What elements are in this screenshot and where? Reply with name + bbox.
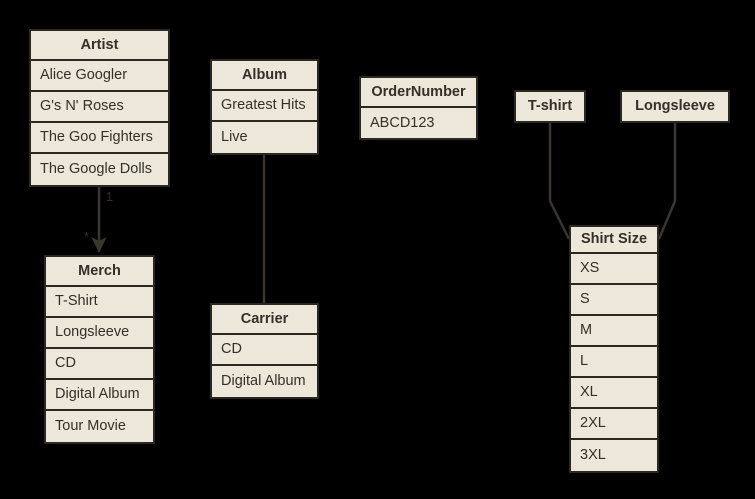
entity-shirt_size-row[interactable]: L	[571, 347, 657, 378]
entity-artist-header: Artist	[31, 31, 168, 61]
entity-merch-row[interactable]: Digital Album	[46, 380, 153, 411]
edge-label-artist-multiplicity-one: 1	[106, 190, 113, 204]
entity-tshirt[interactable]: T-shirt	[514, 90, 586, 123]
connector-tshirt-to-shirtsize	[548, 119, 571, 240]
entity-carrier-row[interactable]: Digital Album	[212, 366, 317, 397]
entity-merch-row[interactable]: Longsleeve	[46, 318, 153, 349]
entity-merch-header: Merch	[46, 257, 153, 287]
entity-tshirt-header: T-shirt	[516, 92, 584, 121]
entity-order_number-row[interactable]: ABCD123	[361, 108, 476, 138]
entity-merch-row[interactable]: Tour Movie	[46, 411, 153, 442]
entity-artist-row[interactable]: The Google Dolls	[31, 154, 168, 185]
entity-shirt_size-header: Shirt Size	[571, 227, 657, 254]
entity-shirt_size-row[interactable]: XL	[571, 378, 657, 409]
entity-shirt_size-row[interactable]: S	[571, 285, 657, 316]
entity-album-header: Album	[212, 61, 317, 91]
entity-shirt_size-row[interactable]: 2XL	[571, 409, 657, 440]
entity-order_number-header: OrderNumber	[361, 78, 476, 108]
entity-shirt_size-row[interactable]: XS	[571, 254, 657, 285]
entity-artist-row[interactable]: G's N' Roses	[31, 92, 168, 123]
entity-carrier-row[interactable]: CD	[212, 335, 317, 366]
entity-album-row[interactable]: Live	[212, 122, 317, 153]
entity-merch-row[interactable]: T-Shirt	[46, 287, 153, 318]
entity-longsleeve[interactable]: Longsleeve	[620, 90, 730, 123]
edge-label-merch-multiplicity-many: *	[84, 230, 89, 244]
entity-shirt_size-row[interactable]: M	[571, 316, 657, 347]
entity-carrier-header: Carrier	[212, 305, 317, 335]
entity-album-row[interactable]: Greatest Hits	[212, 91, 317, 122]
connector-longsleeve-to-shirtsize	[657, 119, 677, 240]
entity-artist-row[interactable]: Alice Googler	[31, 61, 168, 92]
entity-longsleeve-header: Longsleeve	[622, 92, 728, 121]
entity-shirt_size-row[interactable]: 3XL	[571, 440, 657, 471]
entity-artist-row[interactable]: The Goo Fighters	[31, 123, 168, 154]
entity-merch-row[interactable]: CD	[46, 349, 153, 380]
